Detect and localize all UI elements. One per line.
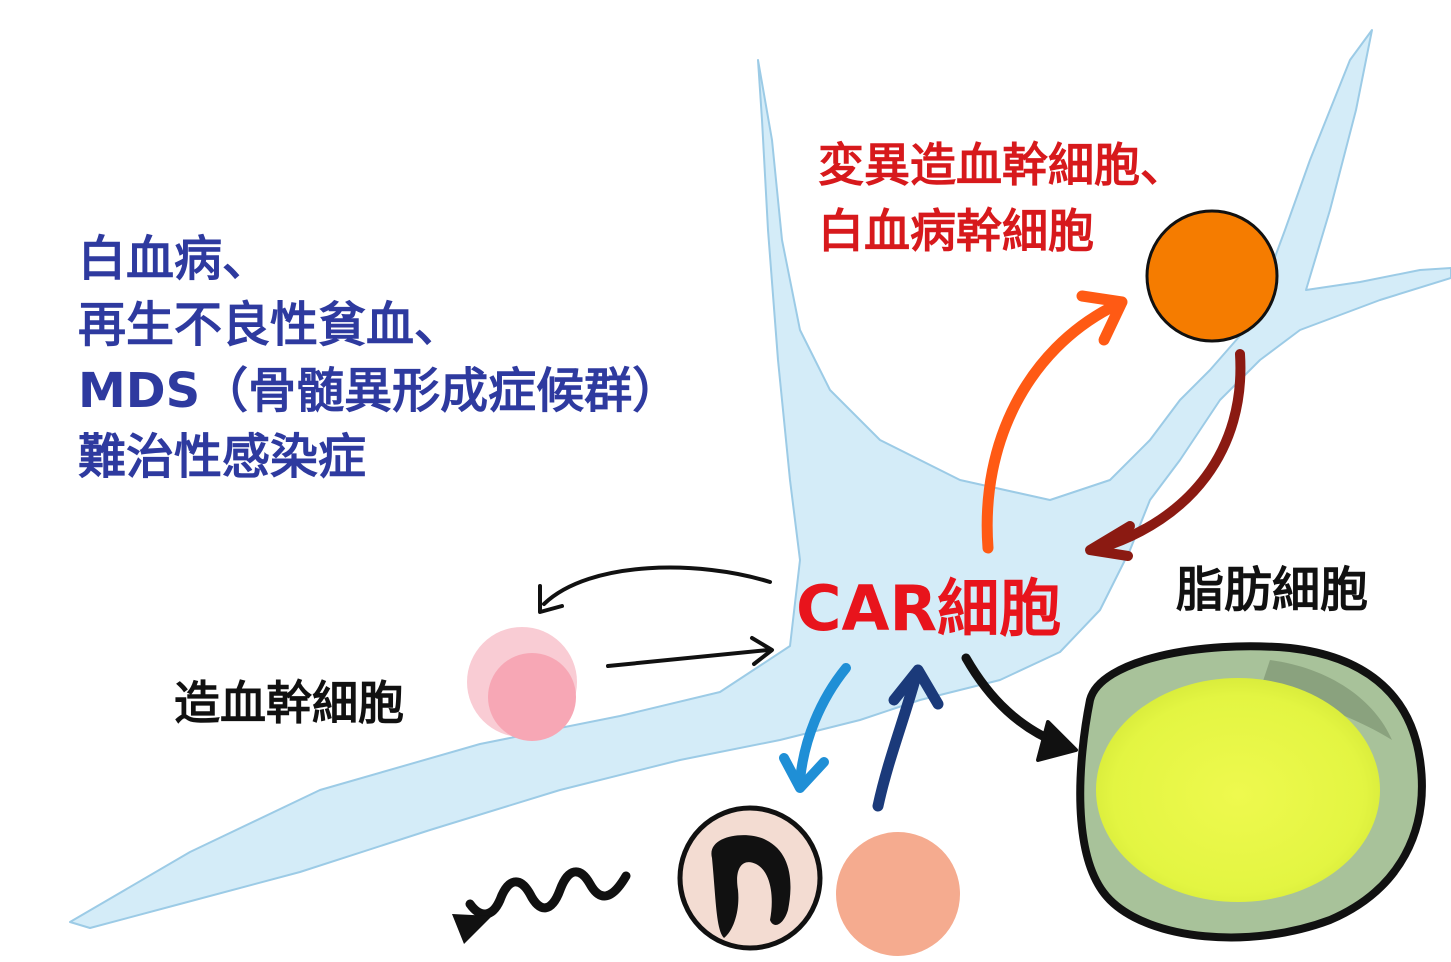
- mutant-stem-cell-label: 変異造血幹細胞、 白血病幹細胞: [818, 132, 1186, 264]
- adipocyte-lipid-droplet: [1096, 678, 1380, 902]
- nucleated-cell-icon: [677, 805, 823, 951]
- arrow-peach-to-car: [872, 670, 922, 812]
- leukemia-stem-cell-icon: [1145, 209, 1279, 343]
- arrow-mutant-to-car-head: [1085, 521, 1135, 561]
- disease-list: 白血病、 再生不良性貧血、 MDS（骨髄異形成症候群） 難治性感染症: [78, 226, 680, 490]
- arrow-car-to-mutant-head: [1076, 290, 1128, 346]
- adipocyte-label: 脂肪細胞: [1176, 562, 1369, 618]
- arrow-car-to-mutant: [981, 302, 1116, 554]
- adipocyte-highlight: [1260, 660, 1392, 740]
- arrow-car-to-adipocyte-head: [1036, 720, 1078, 762]
- wavy-arrow-head: [452, 914, 492, 944]
- hsc-cell-front-icon: [488, 653, 576, 741]
- disease-line-infection: 難治性感染症: [78, 429, 367, 485]
- arrow-peach-to-car-head: [888, 664, 944, 710]
- car-cell-label: CAR細胞: [796, 572, 1062, 645]
- mutant-line-2: 白血病幹細胞: [818, 204, 1094, 258]
- wavy-arrow-icon: [465, 867, 631, 919]
- arrow-car-to-nucleated: [795, 663, 851, 785]
- disease-line-aplastic-anemia: 再生不良性貧血、: [78, 297, 463, 353]
- arrow-hsc-to-car-head: [750, 636, 774, 666]
- peach-cell-icon: [836, 832, 960, 956]
- nucleus-shape: [711, 835, 791, 938]
- hsc-label: 造血幹細胞: [174, 676, 404, 730]
- arrow-hsc-to-car: [606, 648, 770, 668]
- mutant-line-1: 変異造血幹細胞、: [818, 138, 1186, 192]
- car-cell-body: [69, 29, 1451, 929]
- arrow-car-to-hsc: [542, 565, 772, 606]
- arrow-mutant-to-car: [1095, 349, 1246, 553]
- disease-line-leukemia: 白血病、: [78, 231, 271, 287]
- arrow-car-to-hsc-head: [538, 584, 564, 614]
- disease-line-mds: MDS（骨髄異形成症候群）: [78, 363, 681, 419]
- arrow-car-to-nucleated-head: [779, 753, 829, 793]
